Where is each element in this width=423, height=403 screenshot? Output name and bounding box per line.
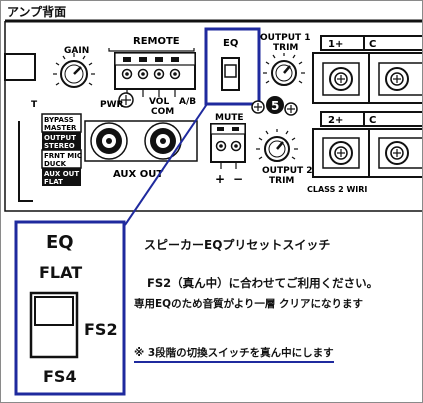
notes-line2: 専用EQのため音質がより一層 クリアになります [134,298,364,310]
remote-screw [118,92,134,108]
zoom-eq-label: EQ [46,232,74,253]
remote-pin-ab: A/B [179,97,196,107]
eq-panel-label: EQ [223,38,238,49]
button-auxout-line2: FLAT [44,178,63,186]
left-cut-label: T [31,100,38,110]
output2-label-line1: OUTPUT 2 [262,166,313,176]
class2-label: CLASS 2 WIRI [307,185,367,194]
callout-number: 5 [271,99,279,113]
output2-trim-knob[interactable]: OUTPUT 2 TRIM [256,129,313,186]
button-output-line1: OUTPUT [44,134,76,142]
remote-pin-pwr: PWR [100,100,124,110]
output2-label-line2: TRIM [269,176,294,186]
zoom-fs2-label: FS2 [84,320,118,339]
output-stereo-button[interactable] [42,132,81,150]
notes-remark: ※ 3段階の切換スイッチを真ん中にします [134,345,334,363]
eq-switch-panel[interactable]: EQ [204,27,261,106]
gain-label: GAIN [64,46,89,56]
remote-pin-vol: VOL [149,97,169,107]
output1-label-line2: TRIM [273,43,298,53]
mute-minus: − [233,172,243,186]
zoom-fs4-label: FS4 [43,367,77,386]
button-bypass-line2: MASTER [44,124,77,132]
mute-plus: + [215,172,225,186]
eq-screw [251,100,265,114]
eq-highlight-box [204,27,261,106]
left-bracket [18,121,33,202]
left-connector [4,53,36,81]
mute-connector[interactable]: MUTE + − [210,113,246,186]
output-screw [284,102,298,116]
header-title: アンプ背面 [7,5,67,19]
button-frntmic-line2: DUCK [44,160,67,168]
aux-out-label: AUX OUT [113,169,163,180]
button-bypass-line1: BYPASS [44,116,74,124]
terminal-2-label: 2+ [328,115,343,126]
remote-pin-com: COM [151,107,174,117]
mute-label: MUTE [215,113,244,123]
output1-label-line1: OUTPUT 1 [260,33,311,43]
aux-out-jacks[interactable] [84,120,198,162]
button-stack: BYPASS MASTER OUTPUT STEREO FRNT MIC DUC… [41,113,82,186]
button-output-line2: STEREO [44,142,75,150]
callout-5: 5 [266,96,284,114]
zoom-flat-label: FLAT [39,263,83,282]
gain-knob[interactable]: GAIN [53,46,95,88]
eq-zoom-detail [14,220,126,396]
terminal-2-cut: C [369,115,376,126]
speaker-terminal-2[interactable]: 2+ C [312,111,423,178]
notes-title: スピーカーEQプリセットスイッチ [144,238,331,252]
rear-panel: T GAIN REMOTE [4,19,423,212]
notes-line1: FS2（真ん中）に合わせてご利用ください。 [147,276,379,290]
aux-out-flat-button[interactable] [42,168,81,186]
button-auxout-line1: AUX OUT [44,170,79,178]
terminal-1-cut: C [369,39,376,50]
remote-label: REMOTE [133,36,180,47]
output1-trim-knob[interactable]: OUTPUT 1 TRIM [260,33,311,86]
pointer-line [124,103,208,226]
speaker-terminal-1[interactable]: 1+ C [312,35,423,104]
button-frntmic-line1: FRNT MIC [44,152,82,160]
terminal-1-label: 1+ [328,39,343,50]
zoom-switch-slider [34,296,74,326]
remote-connector[interactable]: REMOTE [108,36,196,97]
